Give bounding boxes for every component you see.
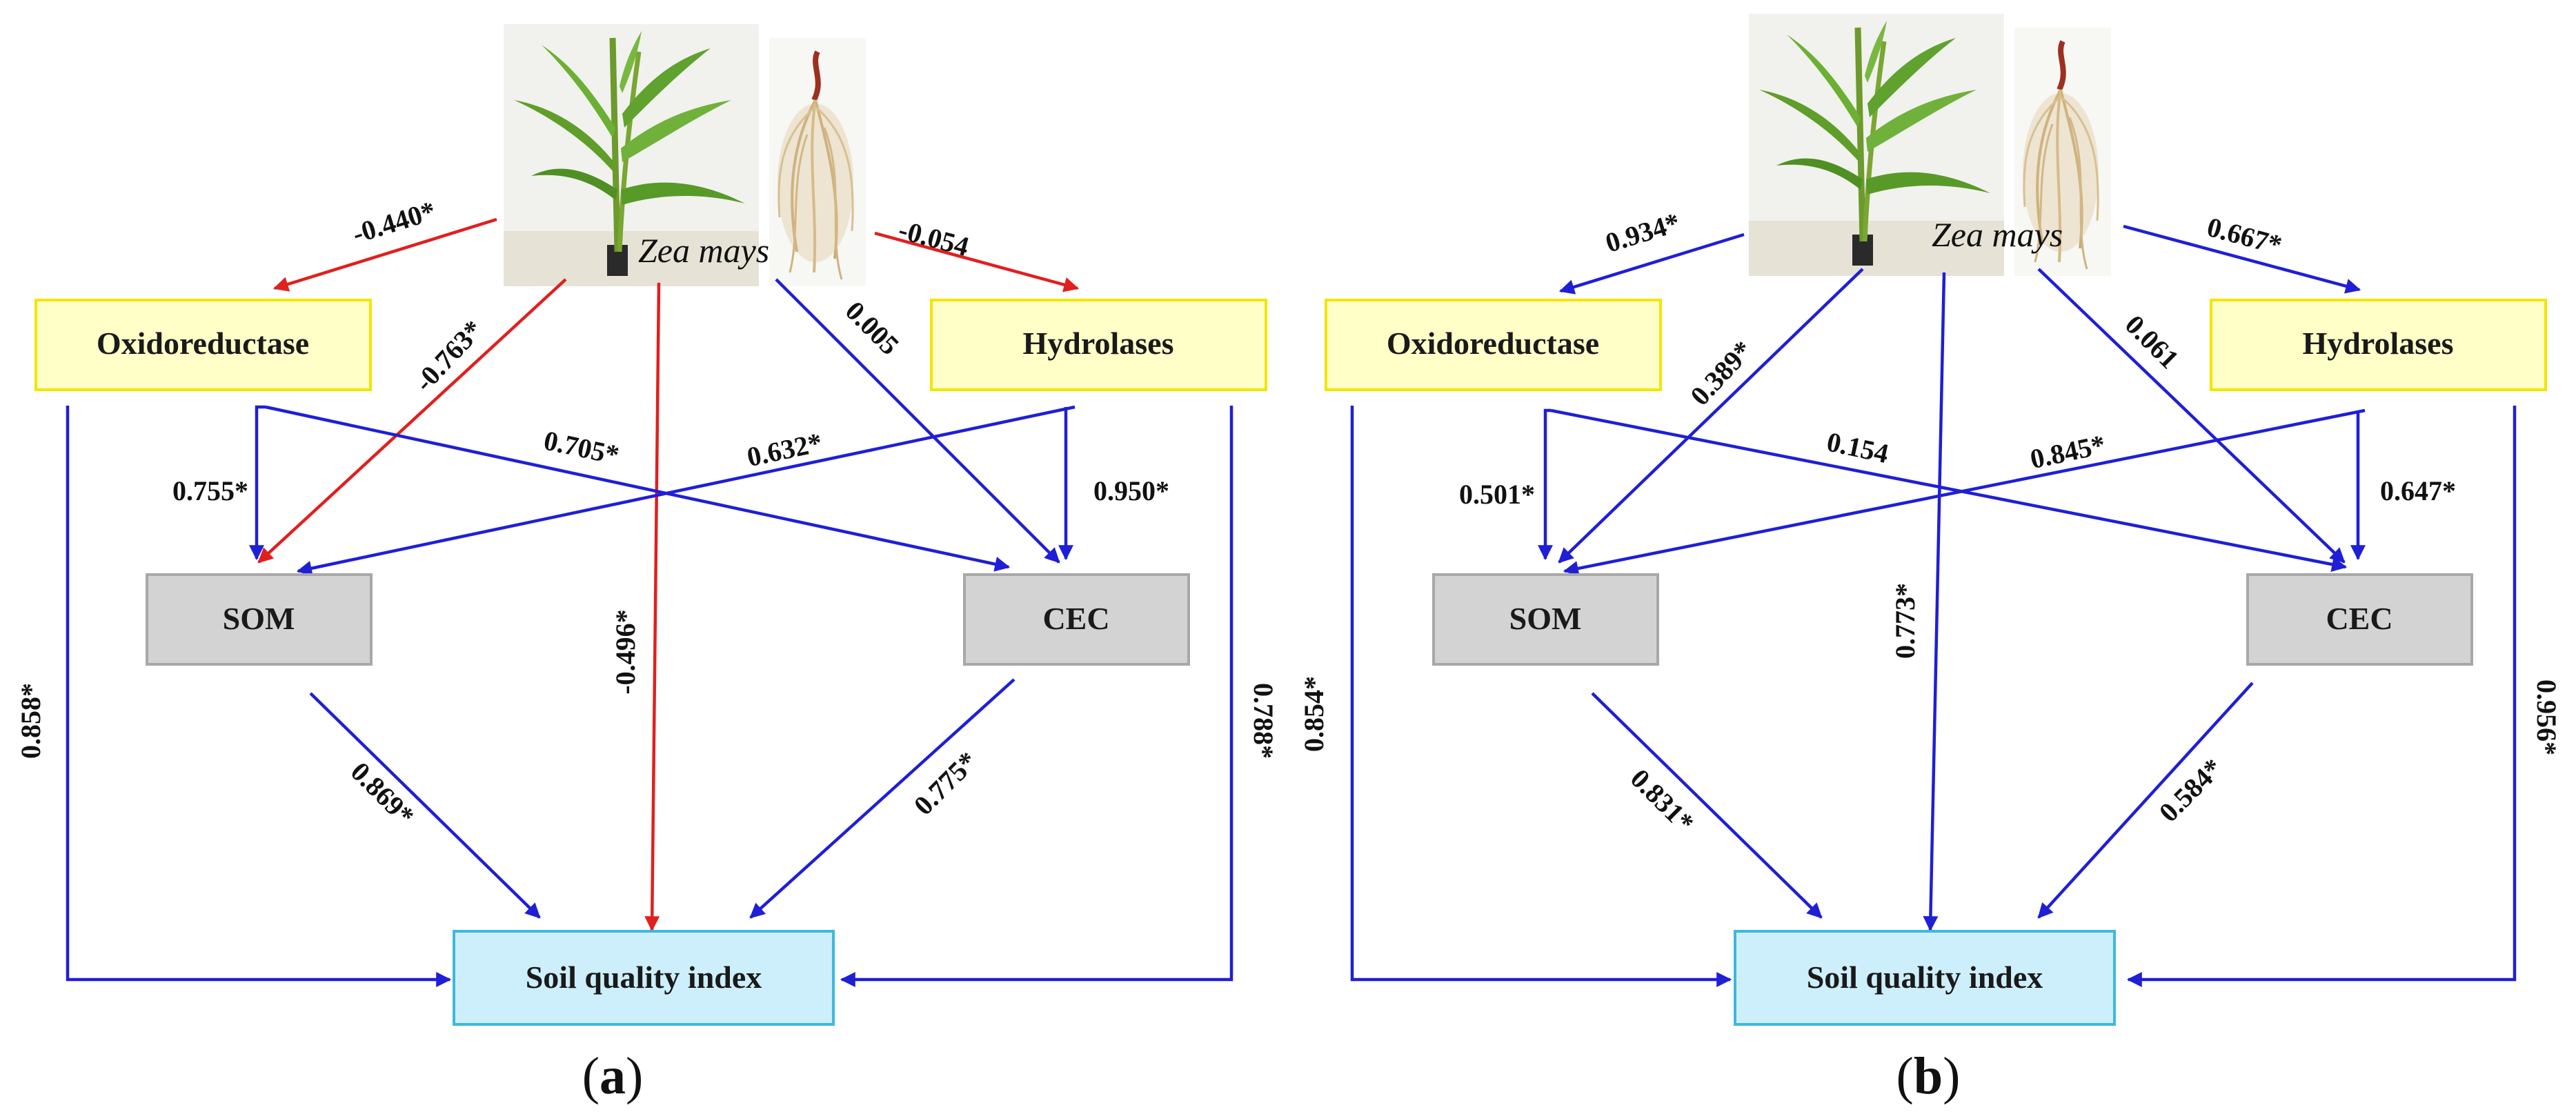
edge-som-sqi [1591, 692, 1823, 919]
coef-hydrolases-sqi: 0.956* [2531, 679, 2562, 755]
coef-plant-som: -0.763* [408, 314, 489, 397]
svg-text:Oxidoreductase: Oxidoreductase [97, 326, 309, 361]
edge-plant-oxidoreductase [1558, 232, 1745, 295]
panel-b: Zea mays Oxidoreductase Hydrolases SOM [1298, 14, 2562, 1105]
coef-som-sqi: 0.831* [1625, 763, 1701, 839]
node-oxidoreductase: Oxidoreductase [1325, 299, 1662, 391]
edge-plant-som [257, 278, 567, 564]
node-hydrolases: Hydrolases [2210, 299, 2547, 391]
coef-oxidoreductase-cec: 0.705* [541, 424, 622, 470]
edge-hydrolases-som [1563, 408, 2366, 576]
edge-plant-sqi [1923, 272, 1946, 932]
node-hydrolases: Hydrolases [930, 299, 1267, 391]
coef-plant-hydrolases: 0.667* [2204, 211, 2286, 261]
coef-plant-oxidoreductase: 0.934* [1602, 206, 1683, 258]
edge-plant-sqi [644, 282, 661, 932]
edge-plant-hydrolases [874, 231, 1080, 292]
coef-plant-cec: 0.061 [2119, 309, 2185, 375]
edge-cec-sqi [2037, 682, 2254, 919]
edge-oxidoreductase-cec [265, 405, 1011, 572]
node-oxidoreductase: Oxidoreductase [34, 299, 372, 391]
svg-text:SOM: SOM [1509, 601, 1582, 636]
node-soil-quality-index: Soil quality index [453, 930, 835, 1026]
coef-hydrolases-cec: 0.950* [1093, 475, 1169, 506]
node-cec: CEC [963, 573, 1190, 666]
edge-hydrolases-som [296, 405, 1076, 576]
coef-hydrolases-sqi: 0.788* [1248, 683, 1279, 759]
edge-plant-oxidoreductase [273, 217, 497, 292]
edge-cec-sqi [749, 678, 1015, 919]
edge-plant-cec [2037, 268, 2346, 564]
edge-plant-hydrolases [2123, 224, 2361, 294]
svg-text:CEC: CEC [2326, 601, 2392, 636]
edge-hydrolases-sqi [840, 406, 1233, 987]
plant-caption: Zea mays [638, 231, 769, 270]
svg-text:Soil quality index: Soil quality index [526, 960, 762, 995]
plant-caption: Zea mays [1932, 215, 2063, 254]
coef-oxidoreductase-som: 0.501* [1459, 479, 1535, 510]
edge-plant-cec [775, 278, 1060, 564]
coef-oxidoreductase-som: 0.755* [172, 475, 248, 506]
edge-oxidoreductase-sqi [1350, 406, 1732, 987]
coef-plant-hydrolases: -0.054 [895, 214, 972, 262]
node-cec: CEC [2246, 573, 2473, 666]
coef-plant-sqi: 0.773* [1890, 583, 1921, 659]
coef-plant-som: 0.389* [1684, 335, 1758, 411]
panel-label-b: (b) [1896, 1047, 1961, 1105]
svg-text:Oxidoreductase: Oxidoreductase [1387, 326, 1599, 361]
coef-cec-sqi: 0.775* [908, 746, 984, 822]
svg-text:SOM: SOM [223, 601, 295, 636]
coef-oxidoreductase-sqi: 0.854* [1298, 676, 1329, 752]
panel-label-a: (a) [582, 1047, 644, 1105]
edge-som-sqi [309, 692, 541, 919]
edge-oxidoreductase-cec [1550, 408, 2348, 572]
edge-oxidoreductase-som [249, 405, 266, 561]
edge-plant-som [1558, 268, 1864, 564]
svg-text:Hydrolases: Hydrolases [2303, 326, 2454, 361]
coef-hydrolases-som: 0.845* [2028, 428, 2108, 475]
node-som: SOM [146, 573, 373, 666]
svg-text:Soil quality index: Soil quality index [1807, 960, 2043, 995]
svg-text:CEC: CEC [1042, 601, 1109, 636]
coef-som-sqi: 0.869* [345, 756, 421, 832]
coef-oxidoreductase-cec: 0.154 [1824, 426, 1891, 469]
coef-oxidoreductase-sqi: 0.858* [15, 683, 46, 759]
svg-text:Hydrolases: Hydrolases [1023, 326, 1174, 361]
coef-hydrolases-cec: 0.647* [2380, 475, 2456, 506]
panel-a: Zea mays Oxidoreductase Hydrolases SOM [15, 24, 1279, 1105]
node-som: SOM [1432, 573, 1659, 666]
edge-oxidoreductase-sqi [66, 406, 452, 987]
coef-hydrolases-som: 0.632* [744, 426, 825, 473]
node-soil-quality-index: Soil quality index [1734, 930, 2116, 1026]
coef-plant-sqi: -0.496* [610, 609, 641, 694]
edge-oxidoreductase-som [1538, 408, 1553, 561]
edge-hydrolases-sqi [2126, 406, 2517, 987]
coef-cec-sqi: 0.584* [2153, 753, 2229, 828]
